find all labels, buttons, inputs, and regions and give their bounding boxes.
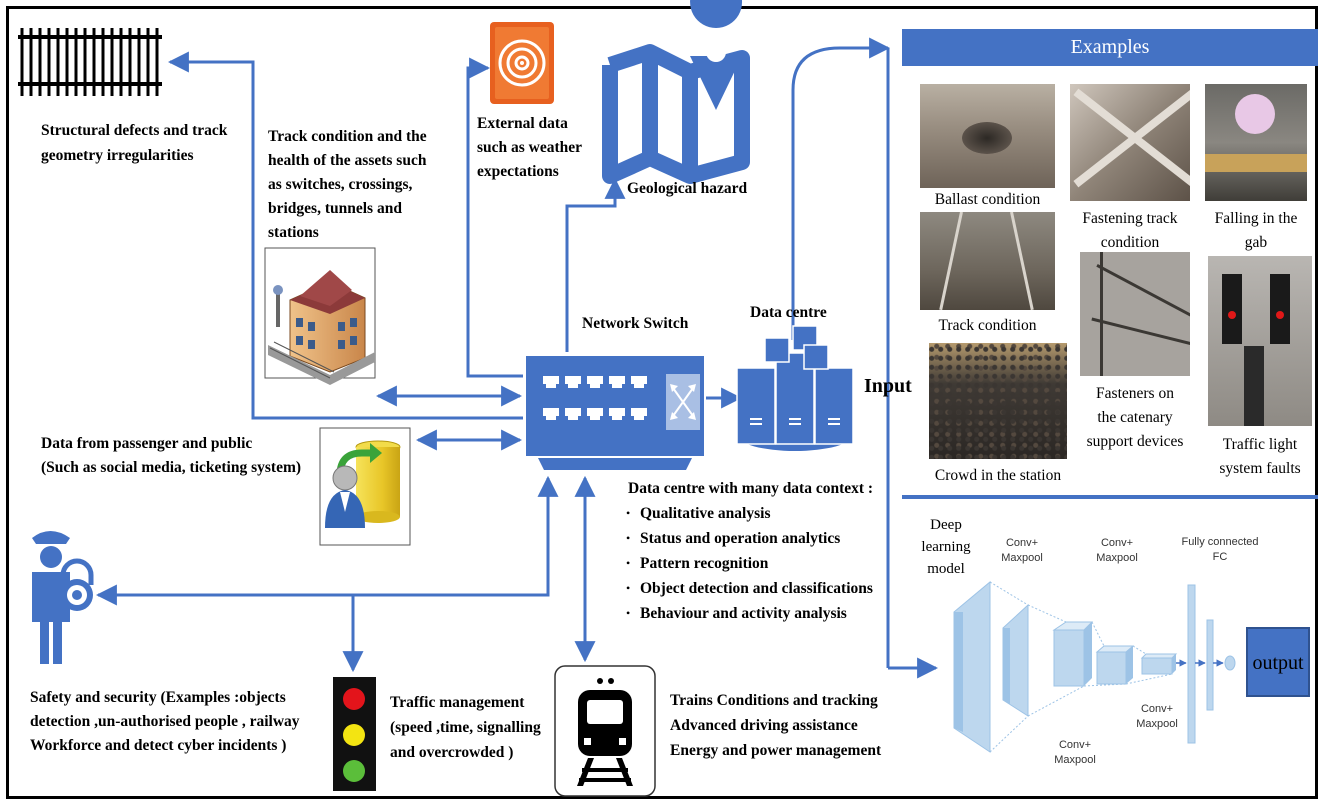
- traffic-management-label: Traffic management (speed ,time, signall…: [390, 694, 541, 761]
- weather-target-icon: [490, 22, 554, 104]
- trains-conditions-label: Trains Conditions and tracking Advanced …: [670, 692, 882, 759]
- arrow-to-external: [466, 57, 523, 378]
- catenary-fasteners-label: Fasteners on the catenary support device…: [1086, 385, 1184, 450]
- track-condition-photo: [920, 212, 1055, 310]
- passenger-data-label: Data from passenger and public (Such as …: [41, 435, 302, 476]
- cnn-layer-2: [1002, 603, 1029, 717]
- deep-learning-title: Deep learning model: [921, 517, 971, 577]
- cnn-layer-4: [1095, 645, 1135, 685]
- output-label: output: [1252, 652, 1304, 674]
- arrow-to-structural: [167, 51, 523, 420]
- rail-track-icon: [18, 28, 162, 96]
- fastening-track-label: Fastening track condition: [1082, 210, 1178, 251]
- fully-connected-label: Fully connected FC: [1181, 536, 1259, 563]
- cnn-layer-1: [953, 580, 991, 753]
- structural-defects-label: Structural defects and track geometry ir…: [41, 122, 228, 164]
- examples-title: Examples: [1070, 36, 1150, 58]
- fc-layer-1: [1187, 584, 1196, 744]
- connector-arrows: [95, 37, 939, 679]
- output-box: [1246, 627, 1310, 697]
- track-condition-label: Track condition and the health of the as…: [268, 128, 427, 241]
- context-item: Behaviour and activity analysis: [626, 601, 873, 626]
- passenger-data-icon: [319, 427, 411, 546]
- data-context-title: Data centre with many data context :: [628, 480, 874, 497]
- data-centre-icon: [736, 325, 854, 451]
- external-data-label: External data such as weather expectatio…: [477, 115, 583, 180]
- map-pin-marker: [690, 0, 743, 110]
- cnn-layer-3: [1052, 621, 1094, 687]
- arrow-safety: [95, 475, 559, 606]
- security-guard-icon: [32, 531, 94, 664]
- fc-node: [1224, 655, 1236, 671]
- examples-header-bar: [902, 29, 1318, 66]
- conv-maxpool-label-3: Conv+ Maxpool: [1054, 739, 1096, 766]
- data-centre-label: Data centre: [750, 304, 827, 321]
- train-icon: [554, 665, 656, 797]
- ballast-condition-photo: [920, 84, 1055, 188]
- input-label: Input: [864, 375, 912, 397]
- arrow-to-examples: [791, 37, 891, 340]
- conv-maxpool-label-1: Conv+ Maxpool: [1001, 537, 1043, 564]
- catenary-fasteners-photo: [1080, 252, 1190, 376]
- fastening-track-photo: [1070, 84, 1190, 201]
- diagram-frame: [6, 6, 1318, 799]
- fc-layer-2: [1206, 619, 1214, 711]
- network-switch-icon: [526, 356, 704, 470]
- cnn-layer-5: [1140, 653, 1178, 675]
- context-item: Status and operation analytics: [626, 526, 873, 551]
- cnn-architecture: [953, 580, 1310, 753]
- crowd-station-photo: [929, 343, 1067, 459]
- arrow-to-geological: [565, 177, 626, 352]
- station-building-icon: [264, 247, 376, 385]
- track-condition-example-label: Track condition: [938, 317, 1037, 334]
- crowd-station-label: Crowd in the station: [934, 467, 1062, 484]
- traffic-light-icon: [333, 677, 376, 791]
- traffic-light-faults-photo: [1208, 256, 1312, 426]
- network-switch-label: Network Switch: [582, 315, 689, 332]
- falling-gap-photo: [1205, 84, 1307, 201]
- falling-gap-label: Falling in the gab: [1214, 210, 1298, 251]
- traffic-light-faults-label: Traffic light system faults: [1219, 436, 1301, 477]
- conv-maxpool-label-2: Conv+ Maxpool: [1096, 537, 1138, 564]
- context-item: Qualitative analysis: [626, 501, 873, 526]
- context-item: Pattern recognition: [626, 551, 873, 576]
- data-context-list: Qualitative analysis Status and operatio…: [626, 501, 873, 626]
- geological-hazard-label: Geological hazard: [627, 180, 748, 197]
- safety-security-label: Safety and security (Examples :objects d…: [30, 689, 300, 754]
- conv-maxpool-label-4: Conv+ Maxpool: [1136, 703, 1178, 730]
- context-item: Object detection and classifications: [626, 576, 873, 601]
- ballast-condition-label: Ballast condition: [934, 191, 1041, 208]
